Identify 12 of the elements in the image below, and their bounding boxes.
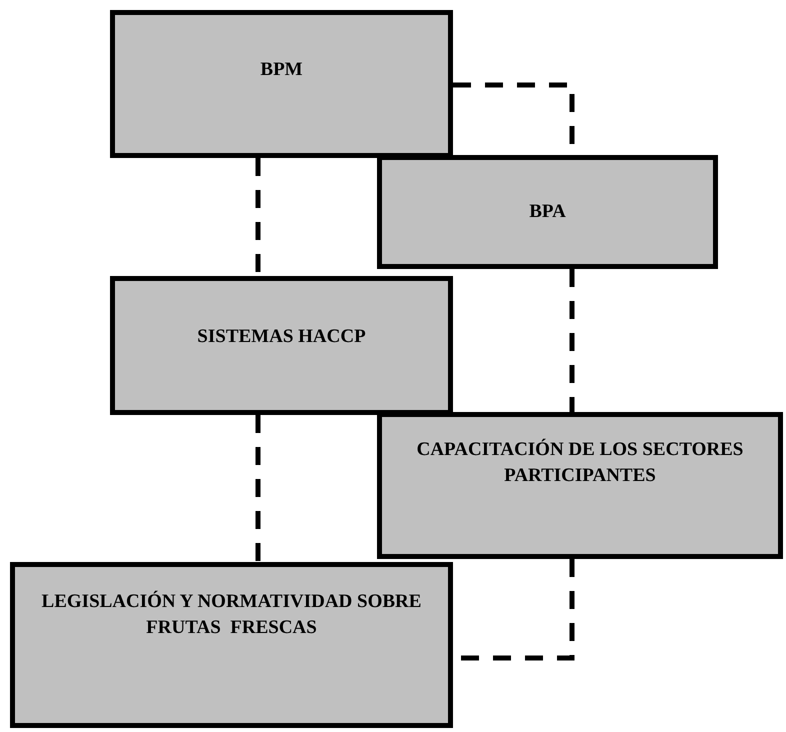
- connector-line: [570, 269, 574, 412]
- process-box: [377, 155, 718, 269]
- process-box: [110, 10, 453, 158]
- box-label: LEGISLACIÓN Y NORMATIVIDAD SOBRE FRUTAS FRESCAS: [40, 590, 422, 640]
- box-label: BPM: [260, 58, 303, 82]
- box-label: SISTEMAS HACCP: [197, 324, 366, 349]
- box-label: CAPACITACIÓN DE LOS SECTORES PARTICIPANTES: [416, 438, 744, 488]
- box-label: BPA: [529, 200, 566, 224]
- process-box: [10, 562, 453, 728]
- process-box: [110, 276, 453, 415]
- connector-line: [256, 415, 260, 562]
- process-box: [377, 412, 783, 559]
